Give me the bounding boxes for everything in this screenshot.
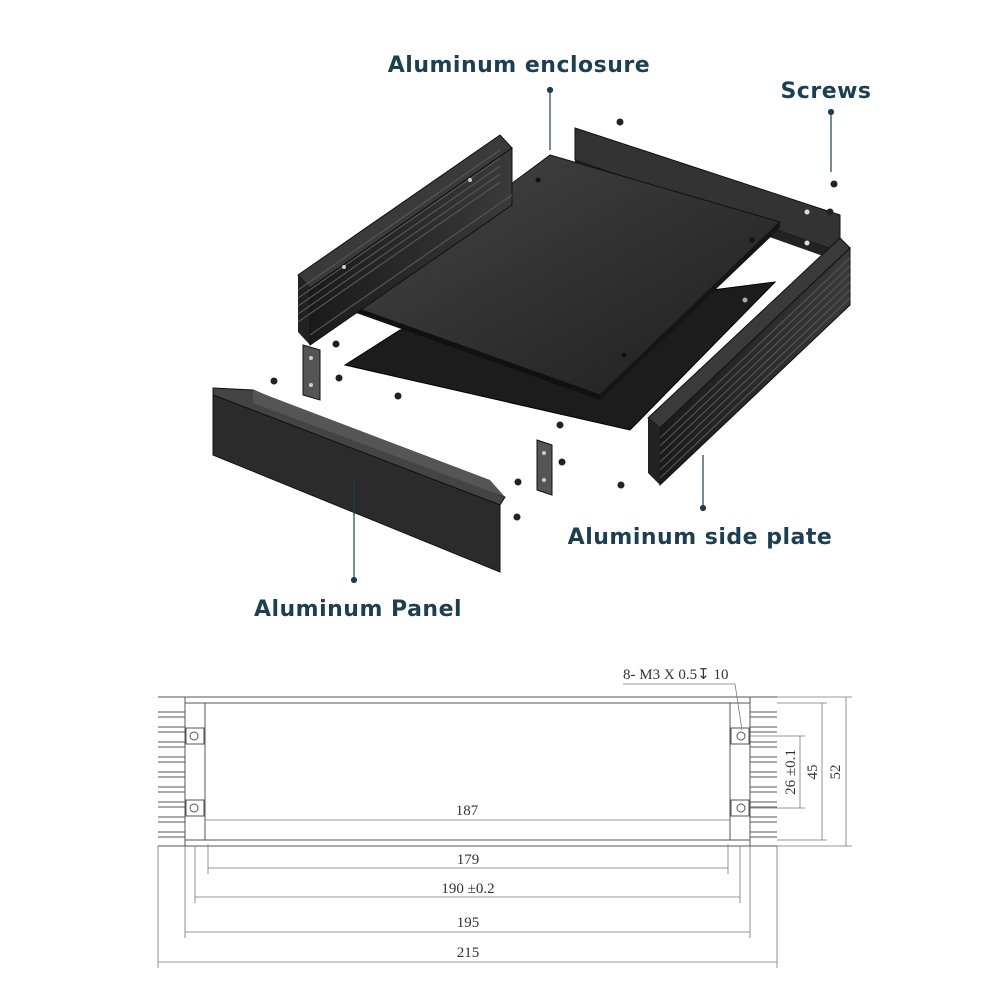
screws [270, 118, 838, 521]
leader-lines [350, 86, 835, 584]
dim-195: 195 [457, 915, 480, 931]
left-fins [158, 711, 185, 838]
right-side-plate [647, 237, 851, 487]
front-panel [212, 387, 506, 573]
bracket-left [302, 344, 321, 401]
right-fins [750, 711, 777, 838]
left-side-plate [297, 134, 513, 346]
label-aluminum-panel: Aluminum Panel [254, 597, 462, 622]
dim-26: 26 ±0.1 [783, 749, 799, 795]
dim-187: 187 [456, 803, 479, 819]
bracket-right [536, 439, 553, 496]
label-aluminum-enclosure: Aluminum enclosure [388, 53, 650, 78]
dim-190: 190 ±0.2 [441, 881, 494, 897]
dim-52: 52 [828, 765, 844, 780]
dim-45: 45 [805, 765, 821, 780]
dim-215: 215 [457, 945, 480, 961]
label-screws: Screws [780, 79, 871, 104]
dim-179: 179 [457, 852, 480, 868]
cross-section-drawing: 8- M3 X 0.5↧ 10 187 179 190 ±0.2 195 215… [157, 667, 852, 968]
label-aluminum-side-plate: Aluminum side plate [568, 525, 833, 550]
screw-bosses [185, 727, 750, 817]
top-cover [346, 154, 781, 400]
thread-note: 8- M3 X 0.5↧ 10 [623, 667, 728, 683]
